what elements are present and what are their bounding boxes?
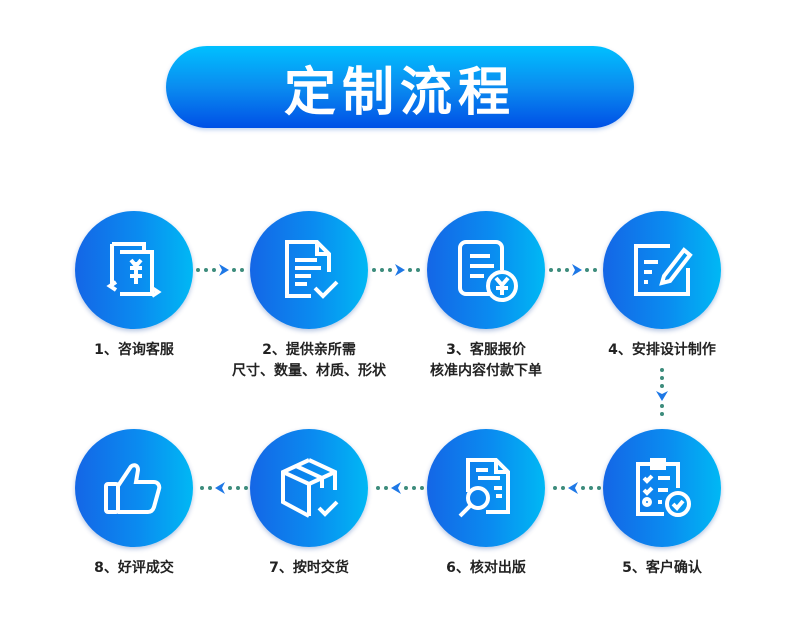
connector-2-3	[372, 264, 420, 276]
design-edit-icon	[634, 244, 693, 296]
step-2-label: 2、提供亲所需	[262, 342, 356, 358]
connector-5-6	[553, 482, 601, 494]
connector-1-2	[196, 264, 244, 276]
step-6-circle	[427, 429, 545, 547]
step-3-circle	[427, 211, 545, 329]
connector-7-8	[200, 482, 248, 494]
step-7-label: 7、按时交货	[269, 560, 349, 576]
step-2-circle	[250, 211, 368, 329]
package-icon	[281, 458, 339, 518]
step-3-label: 3、客服报价	[446, 342, 526, 358]
step-4-label: 4、安排设计制作	[608, 342, 716, 358]
step-2-sublabel: 尺寸、数量、材质、形状	[232, 363, 386, 379]
quote-document-icon	[106, 242, 162, 298]
step-5-label: 5、客户确认	[622, 560, 702, 576]
step-1-circle	[75, 211, 193, 329]
page-title: 定制流程	[166, 46, 634, 128]
step-3-sublabel: 核准内容付款下单	[430, 363, 542, 379]
step-8-label: 8、好评成交	[94, 560, 174, 576]
step-8-circle	[75, 429, 193, 547]
document-check-icon	[285, 240, 339, 299]
step-6-label: 6、核对出版	[446, 560, 526, 576]
step-5-circle	[603, 429, 721, 547]
connector-3-4	[549, 264, 597, 276]
connector-6-7	[376, 482, 424, 494]
step-4-circle	[603, 211, 721, 329]
checklist-icon	[636, 458, 691, 517]
step-7-circle	[250, 429, 368, 547]
thumbs-up-icon	[104, 463, 162, 514]
document-search-icon	[458, 458, 510, 518]
price-document-icon	[458, 240, 518, 302]
connector-4-5	[656, 368, 668, 416]
step-1-label: 1、咨询客服	[94, 342, 174, 358]
